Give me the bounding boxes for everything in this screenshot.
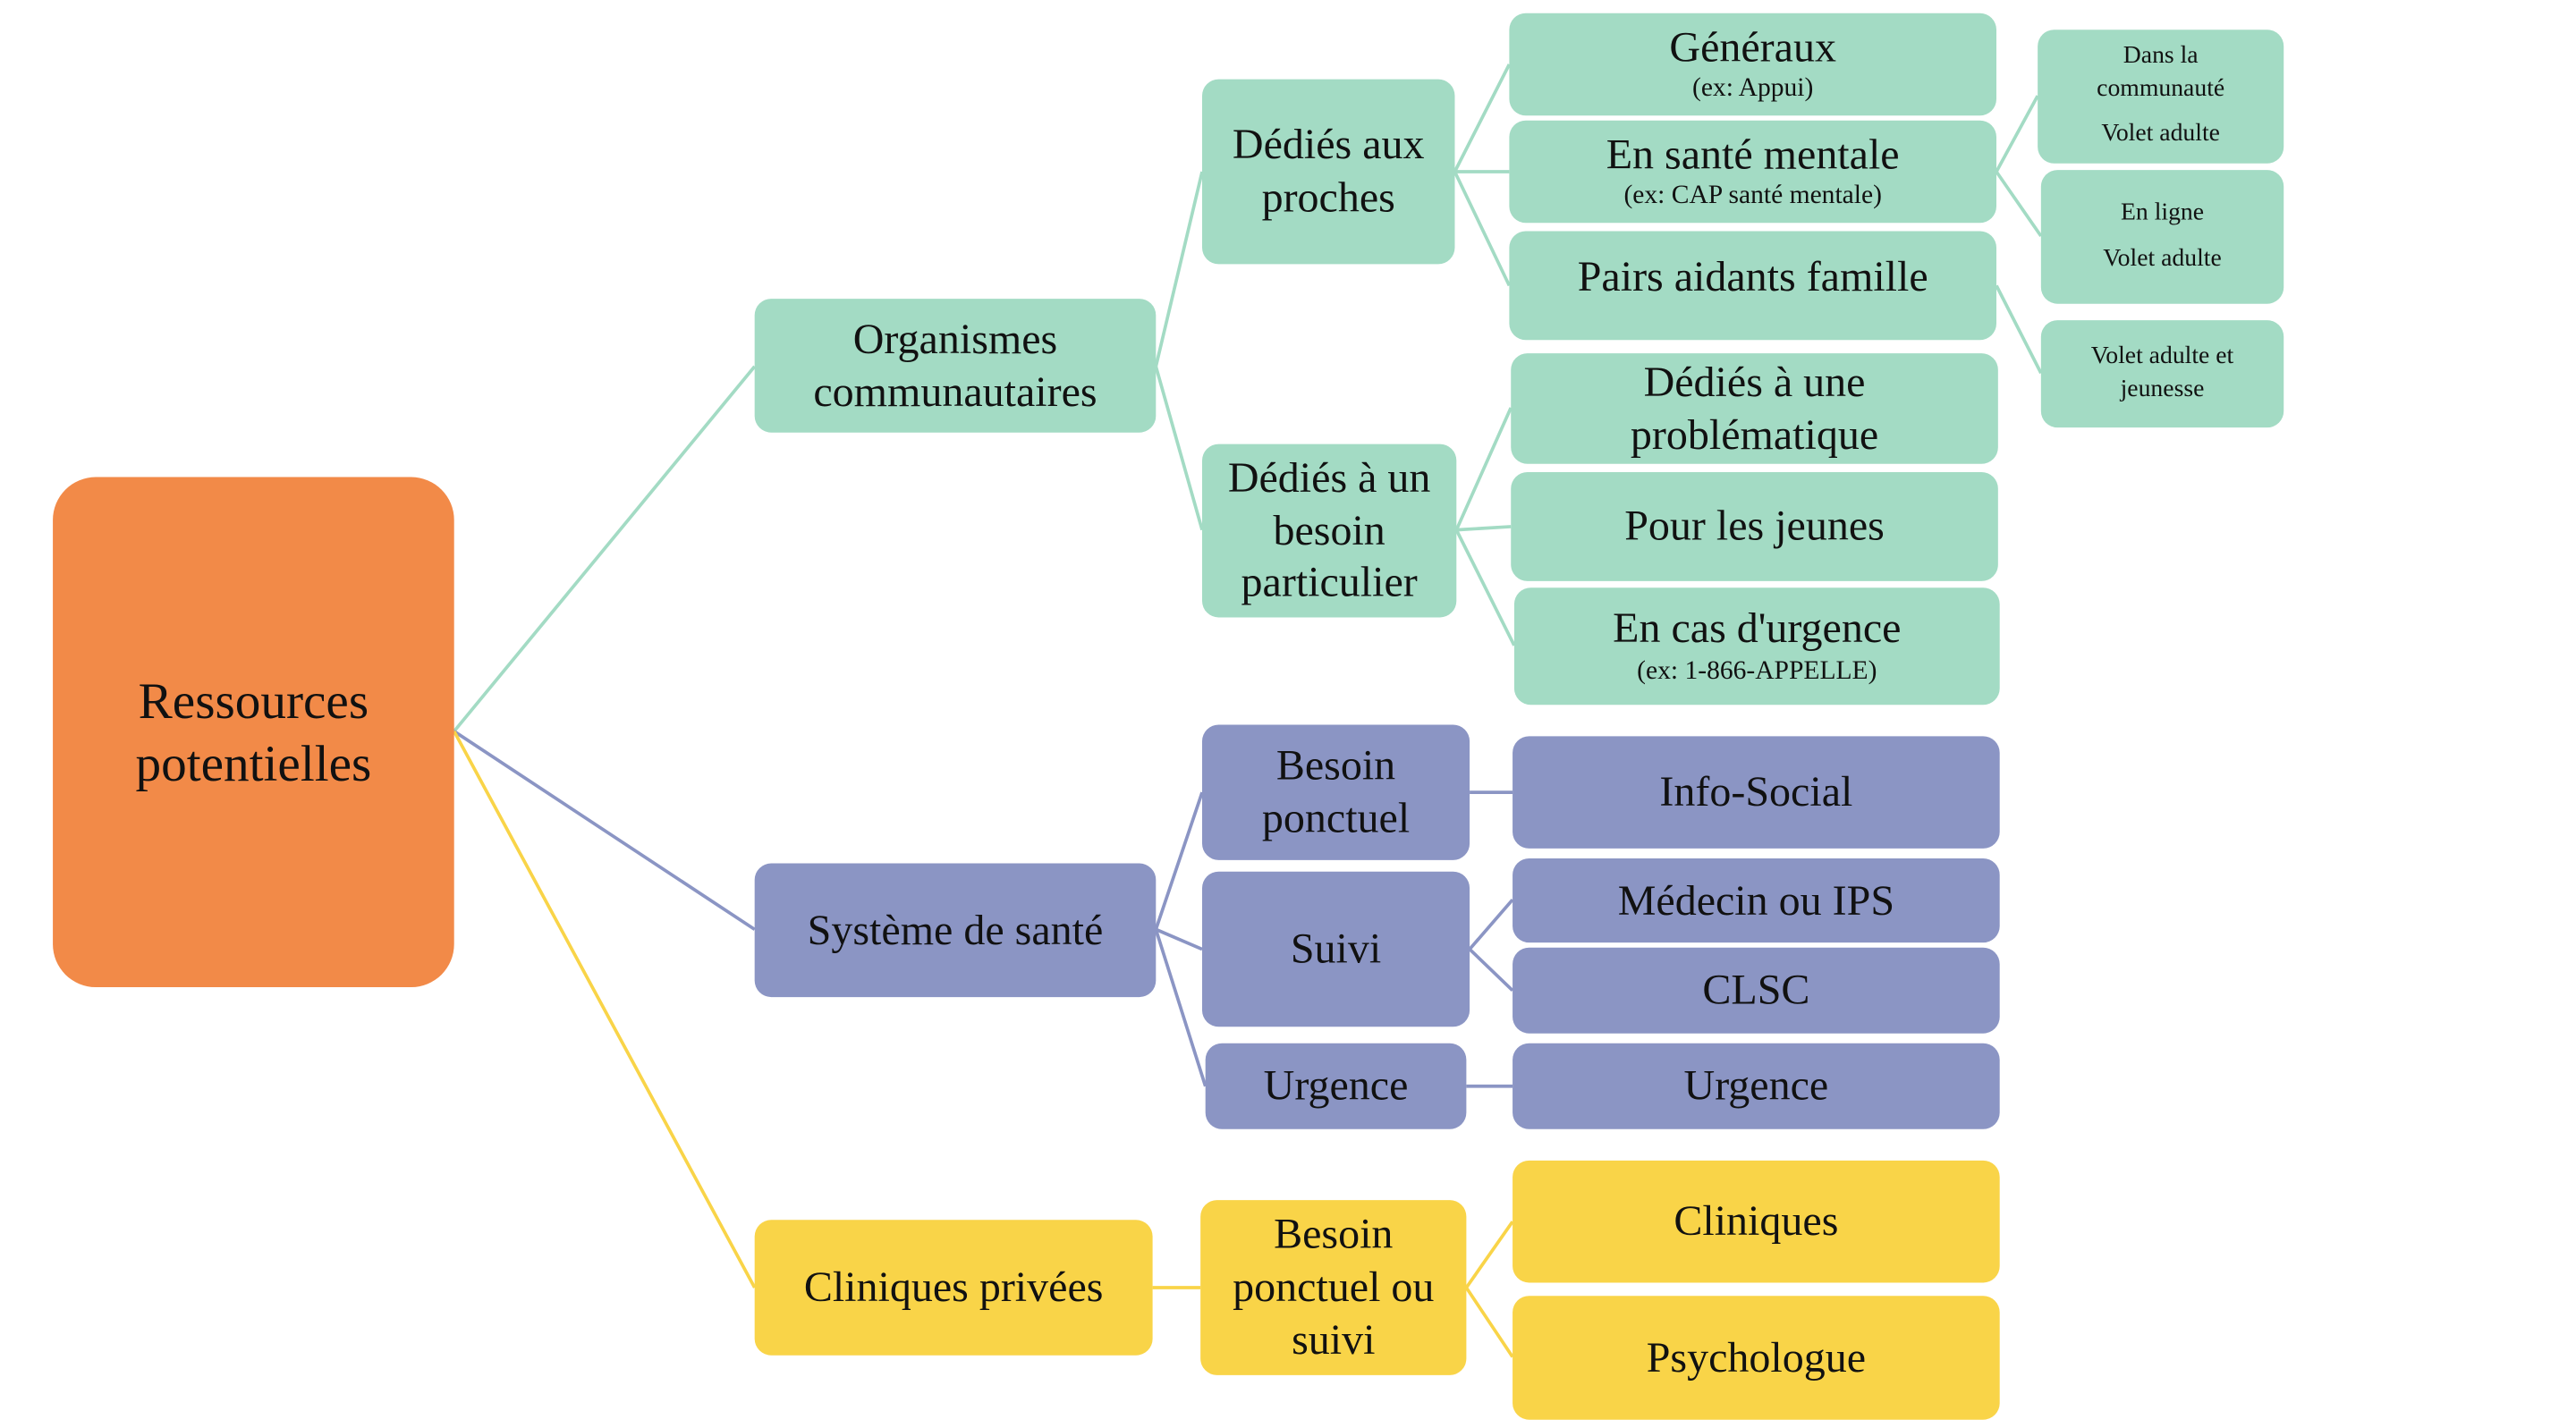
connector (1468, 948, 1514, 993)
connector (453, 730, 757, 1289)
node-organismes: Organismes communautaires (754, 299, 1157, 433)
node-label: Dédiés aux proches (1232, 121, 1425, 222)
node-label: Cliniques privées (803, 1263, 1104, 1312)
connector (1154, 366, 1204, 531)
node-label: Médecin ou IPS (1617, 875, 1895, 925)
node-label: Pairs aidants famille (1577, 252, 1928, 300)
node-label: Dans la communauté (2097, 43, 2225, 102)
node-label: Urgence (1683, 1061, 1829, 1110)
connector (1154, 171, 1204, 368)
node-label: En ligne (2121, 199, 2205, 226)
connector (1995, 170, 2043, 238)
node-dedies-besoin: Dédiés à un besoin particulier (1201, 444, 1457, 618)
node-pairs-aidants: Pairs aidants famille (1509, 231, 1996, 341)
connector (1453, 63, 1512, 173)
connector (1468, 898, 1514, 951)
root-node: Ressources potentielles (53, 477, 454, 987)
node-dedies-proches: Dédiés aux proches (1201, 79, 1455, 265)
connector (1155, 927, 1203, 951)
node-label: Psychologue (1646, 1333, 1867, 1382)
node-clsc: CLSC (1513, 947, 2000, 1034)
connector (1453, 171, 1512, 287)
node-psychologue: Psychologue (1513, 1296, 2000, 1420)
connector (453, 730, 756, 931)
node-example: (ex: Appui) (1691, 74, 1814, 104)
node-urgence-target: Urgence (1513, 1043, 2000, 1129)
node-label: Besoin ponctuel (1261, 741, 1411, 842)
node-systeme-sante: Système de santé (754, 863, 1157, 998)
connector (1464, 1221, 1514, 1289)
connector (1454, 528, 1516, 646)
node-en-ligne: En ligne Volet adulte (2040, 170, 2284, 304)
node-label: Dédiés à une problématique (1630, 358, 1879, 459)
node-label: Besoin ponctuel ou suivi (1233, 1211, 1435, 1364)
node-communaute: Dans la communauté Volet adulte (2038, 30, 2284, 164)
connector (1154, 928, 1208, 1087)
node-urgence: Urgence (1205, 1043, 1467, 1129)
node-label: Volet adulte et jeunesse (2090, 342, 2234, 402)
connector (1464, 1286, 1514, 1358)
connector (1456, 525, 1512, 532)
node-example: (ex: 1-866-APPELLE) (1637, 656, 1877, 686)
node-sante-mentale: En santé mentale (ex: CAP santé mentale) (1509, 120, 1996, 224)
node-label: CLSC (1702, 966, 1810, 1014)
node-example: (ex: CAP santé mentale) (1623, 182, 1882, 211)
node-label: Volet adulte (2103, 245, 2222, 272)
node-besoin-ponctuel-suivi: Besoin ponctuel ou suivi (1200, 1200, 1467, 1375)
node-label: Suivi (1290, 925, 1382, 973)
node-label: En santé mentale (1606, 130, 1900, 178)
node-label: Dédiés à un besoin particulier (1227, 453, 1431, 607)
node-info-social: Info-Social (1513, 736, 2000, 849)
node-suivi: Suivi (1201, 871, 1470, 1027)
node-besoin-ponctuel: Besoin ponctuel (1201, 724, 1470, 860)
node-cliniques-privees: Cliniques privées (754, 1220, 1153, 1356)
node-label: Volet adulte (2101, 121, 2220, 148)
node-label: En cas d'urgence (1613, 604, 1902, 653)
connector (1995, 95, 2039, 173)
node-cas-urgence: En cas d'urgence (ex: 1-866-APPELLE) (1513, 587, 2000, 706)
node-label: Info-Social (1659, 767, 1853, 816)
connector (1995, 284, 2043, 375)
node-problematique: Dédiés à une problématique (1511, 353, 1998, 464)
node-medecin: Médecin ou IPS (1513, 858, 2000, 943)
node-jeunes: Pour les jeunes (1511, 471, 1998, 581)
root-label: Ressources potentielles (135, 671, 372, 792)
node-label: Cliniques (1674, 1196, 1839, 1246)
node-label: Pour les jeunes (1624, 502, 1885, 551)
node-label: Urgence (1263, 1061, 1409, 1110)
node-generaux: Généraux (ex: Appui) (1509, 13, 1996, 116)
node-label: Organismes communautaires (813, 315, 1097, 416)
connector (1154, 791, 1204, 930)
node-cliniques: Cliniques (1513, 1160, 2000, 1283)
node-adulte-jeunesse: Volet adulte et jeunesse (2040, 320, 2284, 428)
node-label: Généraux (1669, 22, 1836, 71)
connector (453, 365, 757, 733)
connector (1454, 407, 1513, 531)
node-label: Système de santé (807, 905, 1104, 954)
